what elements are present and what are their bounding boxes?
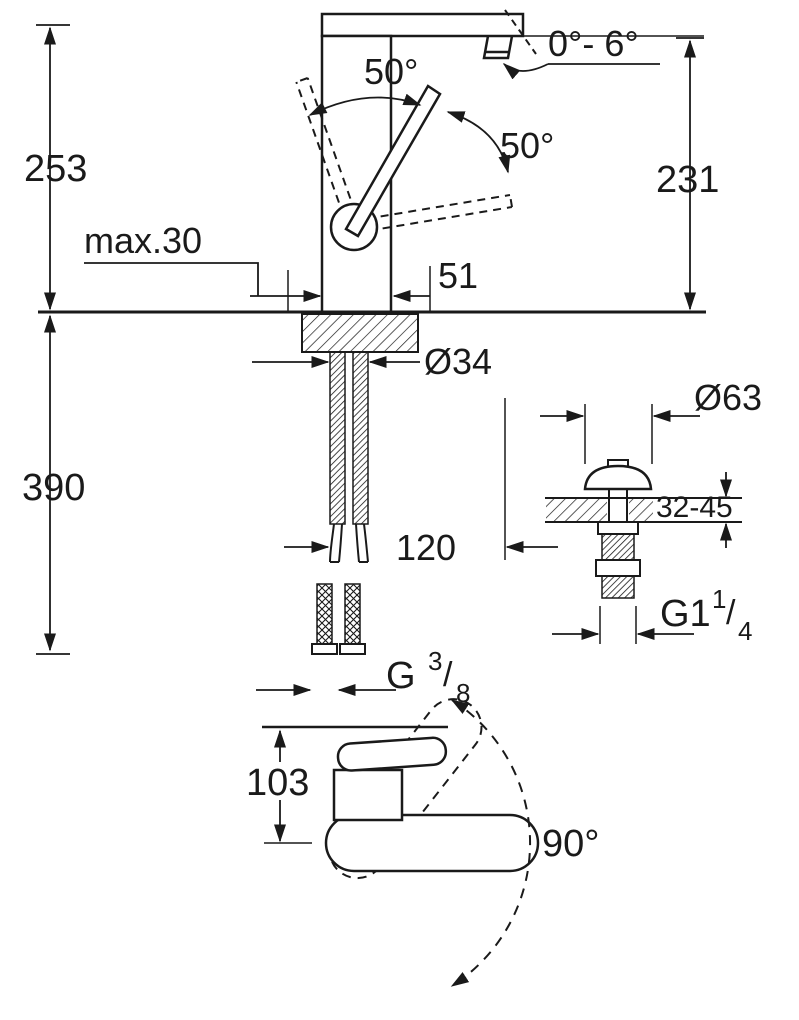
label-50-side: 50° [500, 125, 554, 166]
hose-connector-right [344, 583, 361, 645]
side-view-dimensions [36, 24, 704, 368]
spout-swivel-dashed [328, 698, 483, 880]
hose-cap-left [311, 643, 338, 655]
plan-handle [336, 736, 448, 772]
label-g114-slash: / [726, 594, 736, 632]
plan-body [332, 768, 404, 822]
label-231: 231 [656, 159, 719, 201]
drain-assembly [540, 404, 742, 644]
label-51: 51 [438, 255, 478, 296]
lever-solid [344, 84, 442, 238]
supply-hose-right [355, 523, 369, 563]
escutcheon [301, 313, 419, 353]
threaded-shank-left [329, 351, 346, 525]
supply-hose-left [329, 523, 343, 563]
label-253: 253 [24, 148, 87, 190]
label-390: 390 [22, 467, 85, 509]
leader-0-6-arrow [502, 63, 549, 80]
label-32-45: 32-45 [656, 491, 733, 524]
spout-outlet [482, 35, 514, 60]
arc-50-top [308, 93, 422, 116]
drain-collar [597, 521, 639, 535]
counter-hatch-left [546, 499, 607, 521]
drain-nut [595, 559, 641, 577]
plan-spout [324, 813, 540, 873]
spout-bar [320, 12, 525, 38]
under-counter-section [36, 314, 558, 696]
hose-connector-left [316, 583, 333, 645]
label-g38-num: 3 [428, 646, 442, 676]
label-dia63: Ø63 [694, 377, 762, 418]
hose-cap-right [339, 643, 366, 655]
label-g114-base: G1 [660, 593, 711, 635]
label-g114-den: 4 [738, 616, 752, 646]
threaded-shank-right [352, 351, 369, 525]
arc-50-side [446, 111, 511, 174]
label-g114-num: 1 [712, 584, 726, 614]
lever-dashed-right [352, 194, 513, 234]
popup-cap [583, 464, 653, 491]
leader-max30 [84, 262, 259, 296]
label-0-6: 0°- 6° [548, 23, 639, 64]
popup-knob [607, 459, 629, 466]
label-103: 103 [246, 762, 309, 804]
label-max30: max.30 [84, 220, 202, 261]
popup-stem [608, 489, 628, 522]
label-g38-base: G [386, 655, 416, 697]
side-view [38, 9, 706, 353]
counter-hatch-right [629, 499, 653, 521]
label-90: 90° [542, 823, 599, 865]
dimension-labels: 253 max.30 50° 0°- 6° 50° 231 51 Ø34 390… [22, 23, 762, 865]
swivel-arc-90 [450, 699, 532, 987]
label-g38-slash: / [443, 656, 453, 694]
spout-tilt-dashed [504, 9, 537, 55]
label-g38-den: 8 [456, 678, 470, 708]
label-120: 120 [396, 527, 456, 568]
label-50-top: 50° [364, 51, 418, 92]
plan-view [262, 698, 540, 987]
label-dia34: Ø34 [424, 341, 492, 382]
